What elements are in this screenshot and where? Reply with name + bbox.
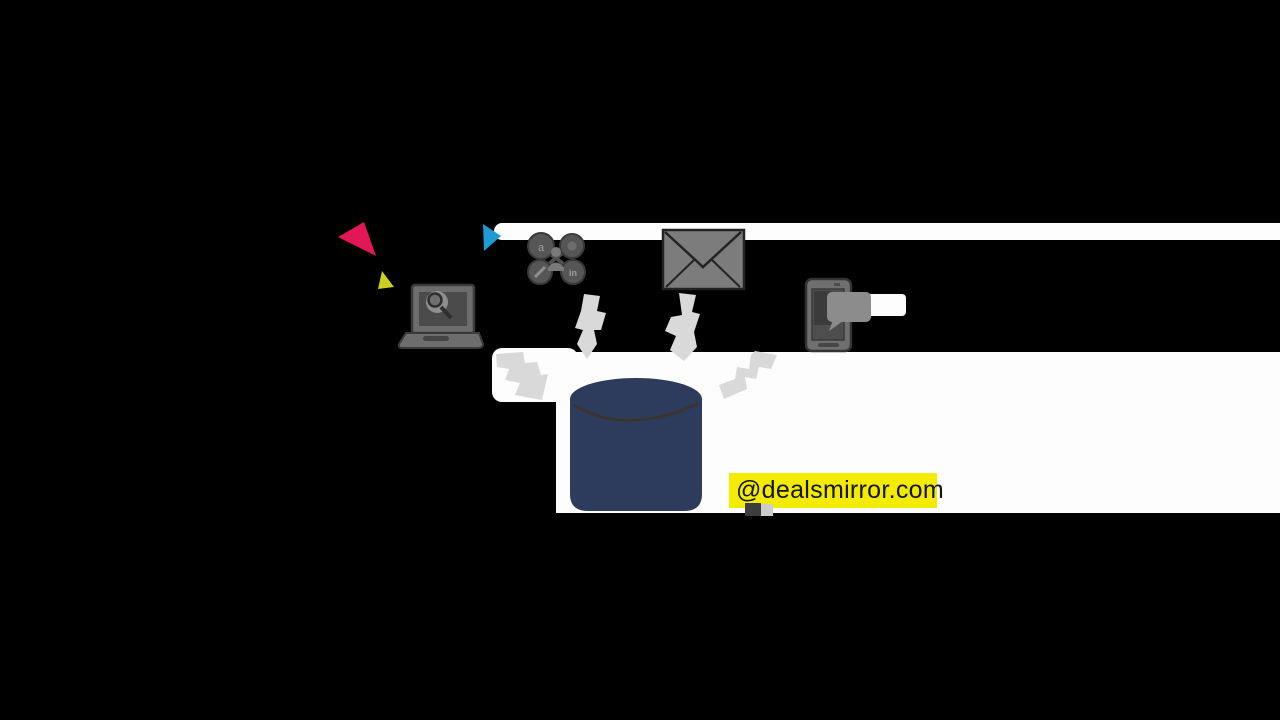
database-body [570, 399, 702, 511]
laptop-notch [423, 336, 449, 341]
envelope-flap [664, 231, 742, 269]
envelope-bottom-folds [665, 258, 741, 288]
pen-cursor-light [761, 504, 773, 516]
confetti-pink-cone [338, 222, 376, 256]
smartphone-message-icon [804, 277, 871, 353]
network-person-head [551, 247, 561, 257]
pen-cursor-dark [745, 503, 761, 516]
email-envelope-icon [661, 228, 746, 291]
confetti-yellow-triangle [378, 271, 394, 289]
arrow-phone-to-db-icon [719, 351, 777, 399]
arrow-email-to-db-icon [665, 293, 700, 361]
laptop-search-icon [397, 283, 485, 349]
message-bubble-icon [827, 292, 871, 322]
message-bubble-tail [829, 320, 843, 331]
database-rim-line [573, 401, 699, 422]
flow-arrows [496, 293, 777, 400]
network-glyph-dot [567, 241, 577, 251]
magnifier-handle [439, 305, 453, 320]
magnifier-lens-icon [427, 292, 443, 308]
network-node-tl [527, 232, 555, 260]
confetti-group [338, 222, 501, 289]
confetti-cyan-triangle [483, 224, 501, 251]
arrow-network-to-db-icon [575, 294, 606, 359]
database-top [570, 378, 702, 420]
phone-speaker [834, 283, 840, 286]
network-glyph-in: in [569, 268, 577, 278]
network-glyph-pencil-icon [533, 265, 547, 279]
watermark-label: @dealsmirror.com [729, 473, 944, 508]
social-network-icon: a in [527, 232, 586, 285]
paper-strip-top [494, 223, 1280, 240]
network-person-body [548, 262, 564, 271]
arrow-laptop-to-db-icon [496, 352, 548, 400]
network-node-br [560, 259, 586, 285]
network-glyph-a: a [538, 242, 545, 254]
phone-home-bar [818, 343, 839, 347]
database-icon [570, 378, 702, 511]
